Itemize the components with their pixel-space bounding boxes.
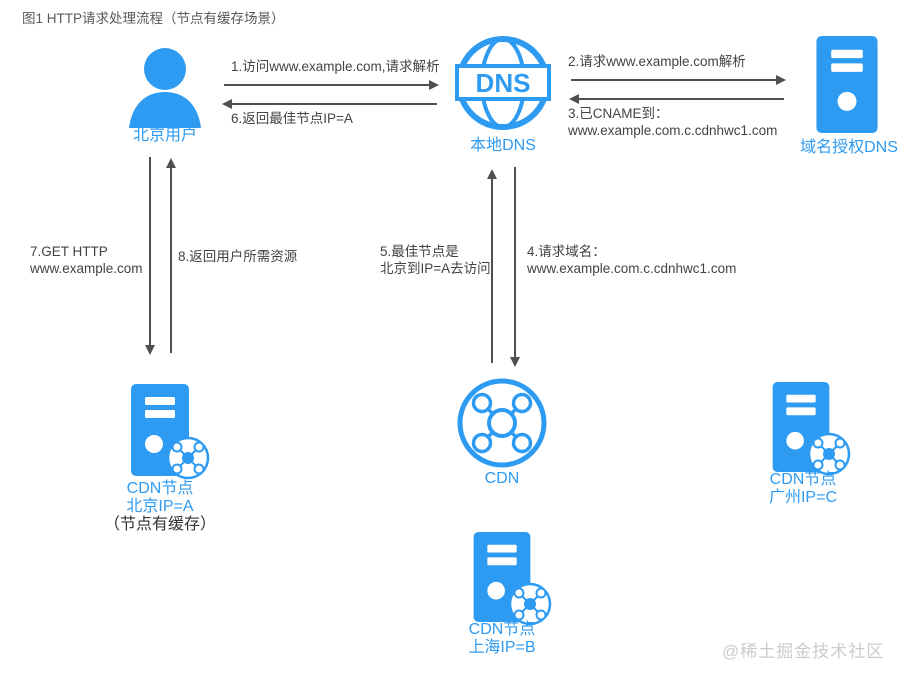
cdn-shanghai-line2: 上海IP=B bbox=[468, 639, 536, 656]
node-cdn-hub bbox=[457, 378, 547, 468]
auth-dns-label: 域名授权DNS bbox=[800, 139, 898, 156]
server-icon bbox=[816, 36, 878, 133]
arrow-step3-left-icon bbox=[569, 94, 784, 103]
step4-line2: www.example.com.c.cdnhwc1.com bbox=[527, 261, 737, 276]
step4-label: 4.请求域名： www.example.com.c.cdnhwc1.com bbox=[527, 243, 736, 277]
cdn-badge-beijing bbox=[166, 436, 210, 480]
cdn-beijing-cache-note: （节点有缓存） bbox=[103, 516, 216, 533]
step6-label: 6.返回最佳节点IP=A bbox=[231, 111, 353, 126]
cdn-network-icon bbox=[457, 378, 547, 468]
step5-line1: 5.最佳节点是 bbox=[380, 244, 459, 259]
arrow-step4-down-icon bbox=[510, 167, 519, 367]
diagram-title: 图1 HTTP请求处理流程（节点有缓存场景） bbox=[22, 11, 285, 26]
arrow-step6-left-icon bbox=[222, 99, 437, 108]
cdn-badge-icon bbox=[807, 432, 851, 476]
cdn-beijing-label: CDN节点 北京IP=A （节点有缓存） bbox=[101, 480, 219, 534]
node-auth-dns bbox=[814, 36, 880, 133]
cdn-guangzhou-line2: 广州IP=C bbox=[768, 489, 838, 506]
cdn-shanghai-line1: CDN节点 bbox=[468, 621, 536, 638]
cdn-guangzhou-line1: CDN节点 bbox=[769, 471, 837, 488]
watermark: @稀土掘金技术社区 bbox=[722, 642, 885, 661]
step5-label: 5.最佳节点是 北京到IP=A去访问 bbox=[380, 243, 491, 277]
dns-icon-text: DNS bbox=[476, 68, 531, 98]
cdn-beijing-line2: 北京IP=A bbox=[126, 498, 194, 515]
cdn-guangzhou-label: CDN节点 广州IP=C bbox=[744, 471, 862, 507]
arrow-step1-right-icon bbox=[224, 80, 439, 89]
step7-line1: 7.GET HTTP bbox=[30, 244, 108, 259]
dns-globe-icon: DNS bbox=[455, 36, 551, 130]
step7-label: 7.GET HTTP www.example.com bbox=[30, 243, 143, 277]
arrow-step8-up-icon bbox=[166, 158, 175, 353]
step4-line1: 4.请求域名： bbox=[527, 244, 606, 259]
cdn-badge-shanghai bbox=[508, 582, 552, 626]
cdn-beijing-line1: CDN节点 bbox=[126, 480, 194, 497]
cdn-badge-icon bbox=[166, 436, 210, 480]
node-local-dns: DNS bbox=[455, 35, 551, 131]
step3-line1: 3.已CNAME到： bbox=[568, 106, 669, 121]
beijing-user-label: 北京用户 bbox=[132, 127, 197, 144]
step3-line2: www.example.com.c.cdnhwc1.com bbox=[568, 123, 778, 138]
step8-label: 8.返回用户所需资源 bbox=[178, 249, 298, 264]
cdn-hub-label: CDN bbox=[484, 470, 520, 487]
user-icon bbox=[129, 48, 201, 128]
arrow-step7-down-icon bbox=[145, 157, 154, 355]
step5-line2: 北京到IP=A去访问 bbox=[380, 261, 491, 276]
cdn-shanghai-label: CDN节点 上海IP=B bbox=[443, 621, 561, 657]
cdn-badge-icon bbox=[508, 582, 552, 626]
arrow-step5-up-icon bbox=[487, 169, 496, 363]
step2-label: 2.请求www.example.com解析 bbox=[568, 54, 746, 69]
step1-label: 1.访问www.example.com,请求解析 bbox=[231, 59, 440, 74]
local-dns-label: 本地DNS bbox=[470, 137, 536, 154]
cdn-badge-guangzhou bbox=[807, 432, 851, 476]
step3-label: 3.已CNAME到： www.example.com.c.cdnhwc1.com bbox=[568, 105, 777, 139]
node-beijing-user bbox=[123, 46, 207, 128]
step7-line2: www.example.com bbox=[30, 261, 143, 276]
arrow-step2-right-icon bbox=[571, 75, 786, 84]
